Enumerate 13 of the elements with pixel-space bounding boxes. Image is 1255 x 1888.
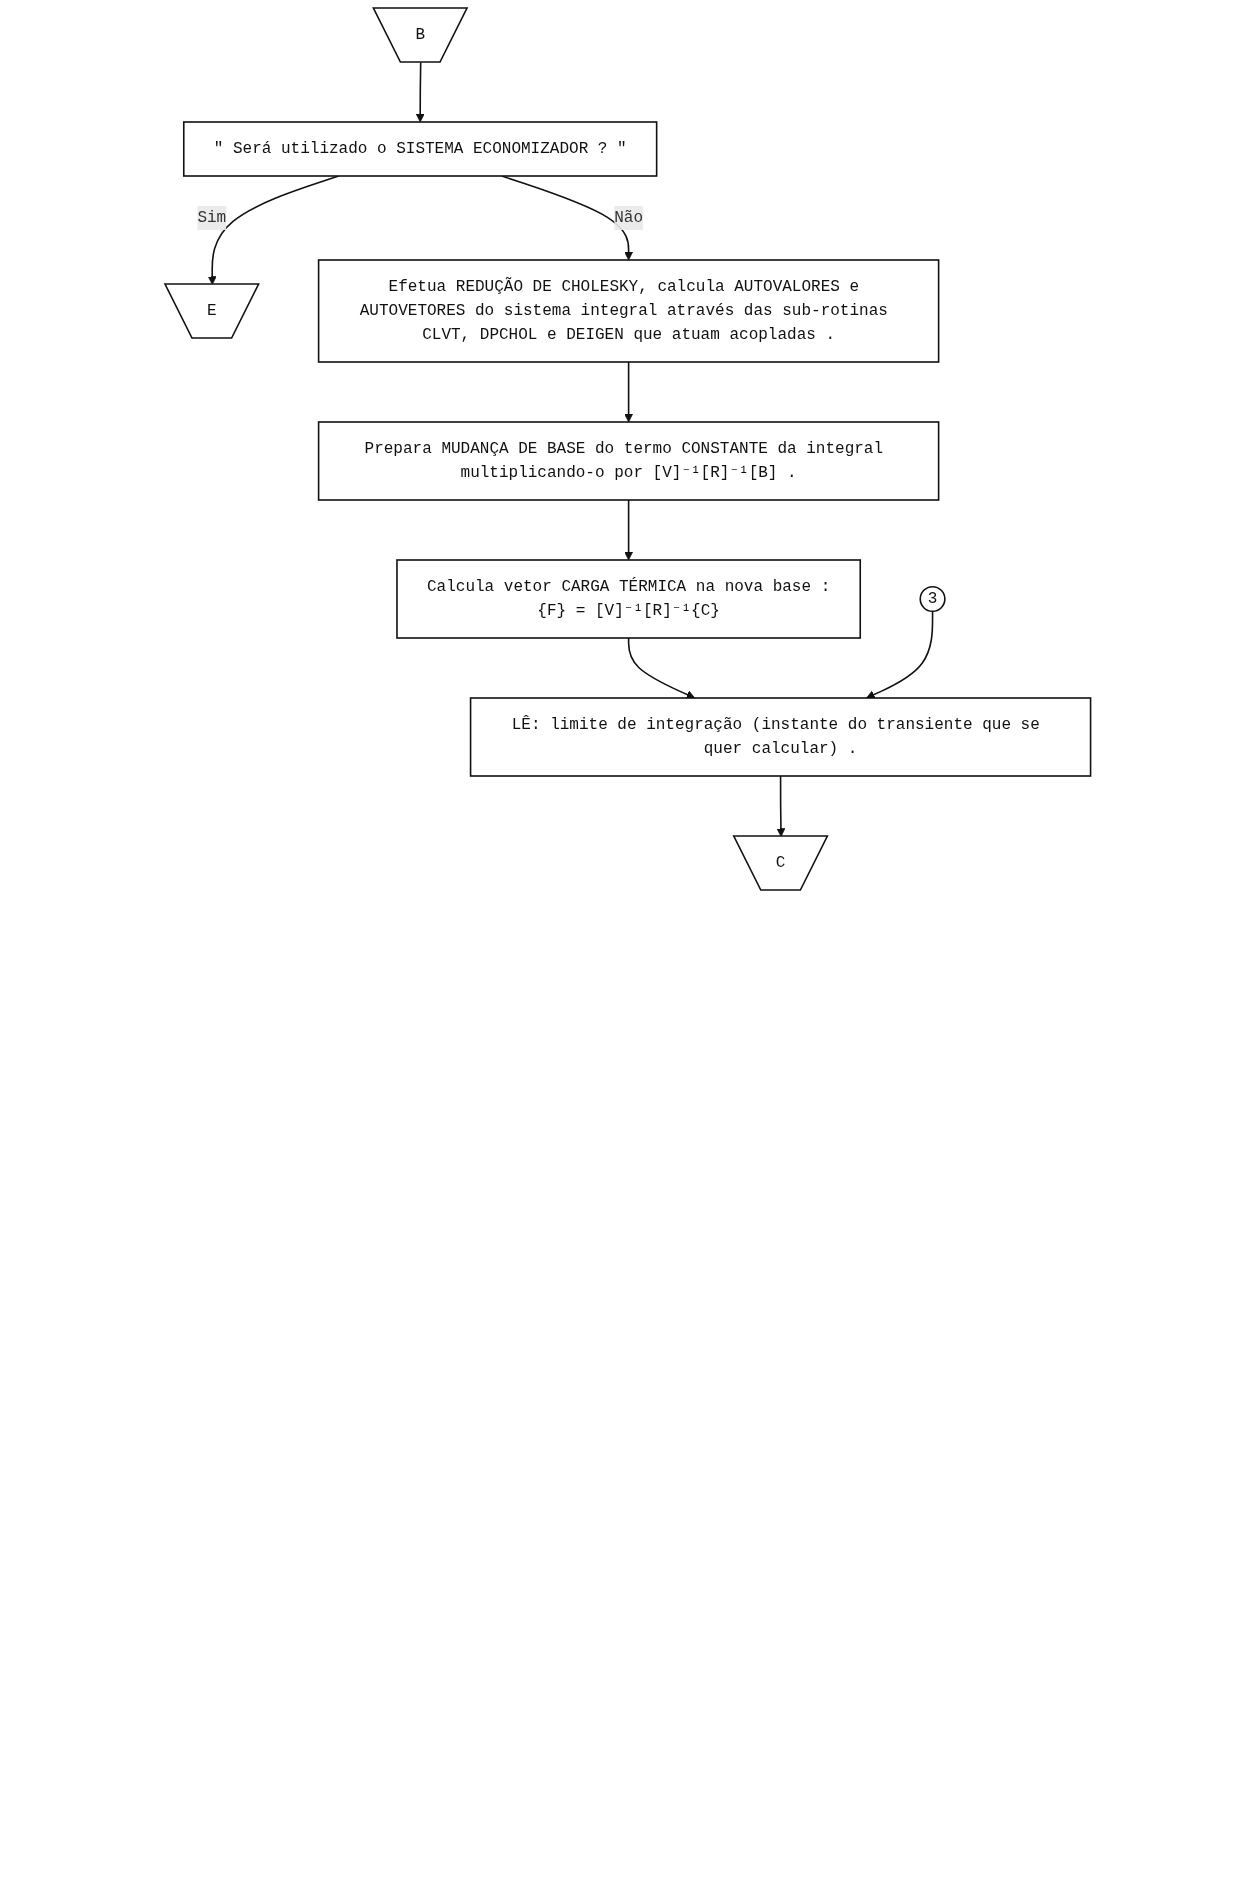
node-box: Calcula vetor CARGA TÉRMICA na nova base : {F} = [V]⁻¹[R]⁻¹{C}: [395, 559, 861, 639]
arrow: [865, 610, 934, 699]
node-box: " Será utilizado o SISTEMA ECONOMIZADOR ? ": [182, 121, 658, 177]
arrow: [776, 775, 786, 837]
node-box: LÊ: limite de integração (instante do transiente que se quer calcular) .: [469, 697, 1092, 777]
node-box: Efetua REDUÇÃO DE CHOLESKY, calcula AUTOVALORES e AUTOVETORES do sistema integral através das sub-rotinas CLVT, DPCHOL e DEIGEN que atuam acopladas .: [317, 259, 940, 363]
edge-label: Não: [613, 209, 643, 227]
edge-label: Sim: [197, 209, 226, 227]
arrow: [623, 499, 633, 561]
node-circle: 3: [919, 585, 946, 613]
arrow: [623, 361, 633, 423]
arrow: [627, 637, 695, 699]
node-box: Prepara MUDANÇA DE BASE do termo CONSTANTE da integral multiplicando-o por [V]⁻¹[R]⁻¹[B] .: [317, 421, 940, 501]
